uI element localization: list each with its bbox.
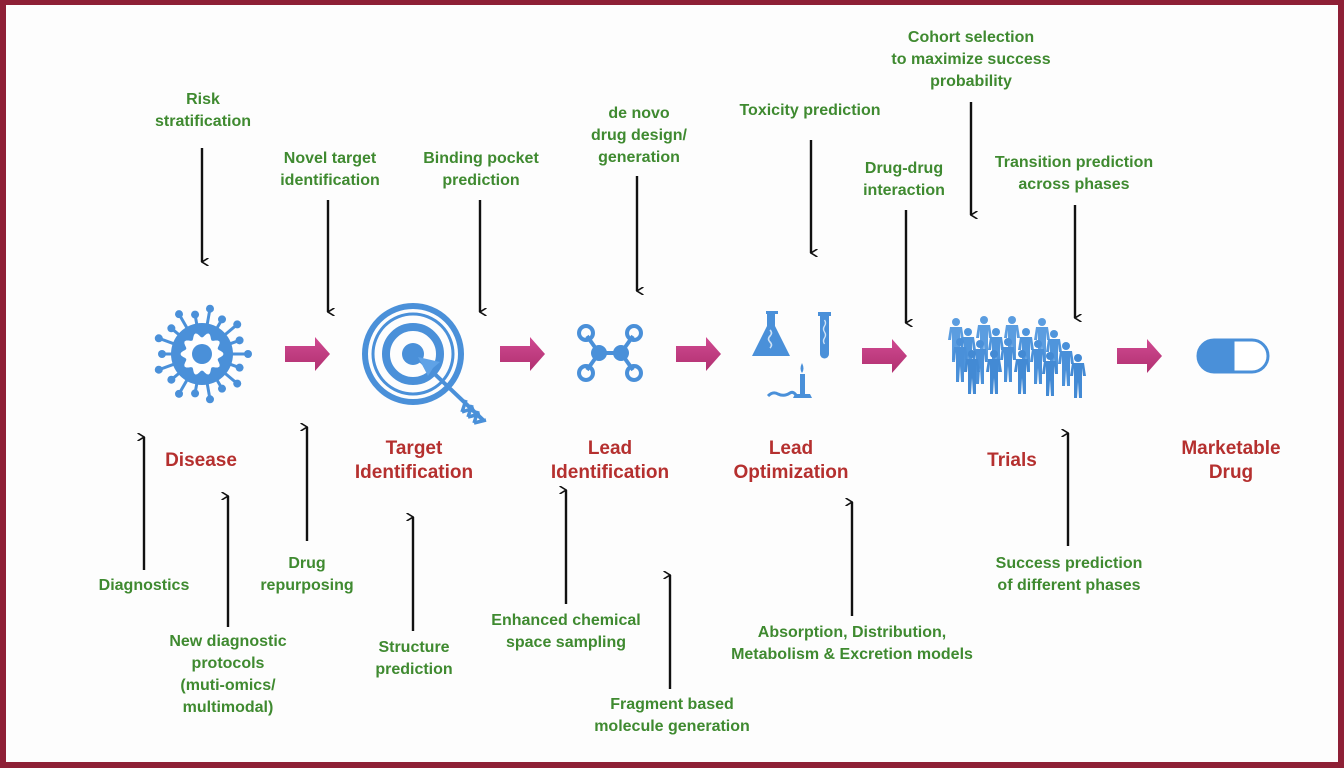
label-enhanced-chemical-space-sampling: Enhanced chemical space sampling	[491, 610, 640, 654]
label-line: Absorption, Distribution,	[757, 624, 947, 641]
flow-arrow-2	[500, 337, 545, 371]
flow-arrow-1	[285, 337, 330, 371]
stage-label-marketable-drug: Marketable Drug	[1181, 437, 1280, 485]
label-line: de novo	[608, 105, 670, 122]
lab-equipment-icon	[752, 311, 831, 398]
label-line: molecule generation	[594, 718, 750, 735]
flow-arrow-4	[862, 339, 907, 373]
target-icon	[362, 303, 487, 425]
diagram-canvas	[6, 5, 1338, 762]
crowd-icon	[948, 316, 1086, 398]
label-line: drug design/	[591, 127, 687, 144]
stage-line: Identification	[354, 462, 474, 483]
label-line: Risk	[186, 91, 220, 108]
label-line: Metabolism & Excretion models	[731, 646, 973, 663]
label-toxicity-prediction: Toxicity prediction	[739, 100, 880, 122]
label-line: space sampling	[505, 634, 627, 651]
stage-label-lead-identification: Lead Identification	[551, 437, 669, 485]
label-diagnostics: Diagnostics	[99, 575, 190, 597]
virus-icon	[154, 304, 252, 404]
label-line: Binding pocket	[423, 150, 539, 167]
stage-line: Trials	[987, 450, 1037, 471]
person-figure	[1070, 354, 1086, 398]
label-line: Transition prediction	[994, 154, 1154, 171]
label-risk-stratification: Risk stratification	[155, 89, 251, 133]
label-de-novo-drug-design: de novo drug design/ generation	[591, 103, 687, 169]
label-new-diagnostic-protocols: New diagnostic protocols (muti-omics/ mu…	[169, 631, 286, 719]
label-line: New diagnostic	[169, 633, 287, 650]
label-line: Toxicity prediction	[739, 102, 881, 119]
stage-line: Disease	[165, 450, 237, 471]
label-line: identification	[280, 172, 380, 189]
flow-arrow-5	[1117, 339, 1162, 373]
person-figure	[1000, 338, 1016, 382]
stage-label-trials: Trials	[987, 449, 1037, 473]
stage-label-disease: Disease	[165, 449, 237, 473]
label-success-prediction: Success prediction of different phases	[996, 553, 1143, 597]
molecule-icon	[577, 324, 643, 382]
stage-line: Target	[385, 438, 443, 459]
label-line: Drug	[288, 555, 326, 572]
label-line: Fragment based	[610, 696, 734, 713]
stage-line: Optimization	[733, 462, 849, 483]
stage-label-target-identification: Target Identification	[355, 437, 473, 485]
label-drug-repurposing: Drug repurposing	[260, 553, 353, 597]
label-line: Structure	[378, 639, 450, 656]
label-line: Drug-drug	[864, 160, 944, 177]
label-line: Enhanced chemical	[491, 612, 641, 629]
stage-label-lead-optimization: Lead Optimization	[733, 437, 848, 485]
person-figure	[1030, 340, 1046, 384]
label-line: stratification	[154, 113, 252, 130]
person-figure	[952, 338, 968, 382]
label-line: (muti-omics/	[180, 677, 276, 694]
person-figure	[1014, 350, 1030, 394]
stage-line: Lead	[587, 438, 633, 459]
label-binding-pocket-prediction: Binding pocket prediction	[423, 148, 539, 192]
label-cohort-selection: Cohort selection to maximize success pro…	[891, 27, 1050, 93]
label-fragment-based-molecule-generation: Fragment based molecule generation	[594, 694, 750, 738]
label-novel-target-identification: Novel target identification	[280, 148, 380, 192]
label-line: interaction	[863, 182, 945, 199]
label-line: prediction	[442, 172, 520, 189]
label-transition-prediction: Transition prediction across phases	[995, 152, 1153, 196]
label-line: across phases	[1018, 176, 1130, 193]
label-line: Cohort selection	[907, 29, 1035, 46]
stage-line: Drug	[1208, 462, 1254, 483]
label-adme-models: Absorption, Distribution, Metabolism & E…	[731, 622, 973, 666]
label-line: to maximize success	[891, 51, 1051, 68]
flow-arrow-3	[676, 337, 721, 371]
stage-line: Marketable	[1181, 438, 1281, 459]
label-line: prediction	[375, 661, 453, 678]
label-line: repurposing	[260, 577, 354, 594]
label-line: Success prediction	[995, 555, 1143, 572]
person-figure	[964, 350, 980, 394]
label-line: generation	[598, 149, 680, 166]
label-line: multimodal)	[182, 699, 274, 716]
label-line: Diagnostics	[98, 577, 190, 594]
label-line: Novel target	[283, 150, 377, 167]
person-figure	[1042, 352, 1058, 396]
person-figure	[986, 350, 1002, 394]
stage-line: Identification	[550, 462, 670, 483]
pill-icon	[1196, 338, 1270, 374]
stage-line: Lead	[768, 438, 814, 459]
person-figure	[1058, 342, 1074, 386]
label-line: of different phases	[997, 577, 1141, 594]
label-drug-drug-interaction: Drug-drug interaction	[863, 158, 945, 202]
label-line: protocols	[191, 655, 265, 672]
label-line: probability	[930, 73, 1012, 90]
label-structure-prediction: Structure prediction	[375, 637, 452, 681]
